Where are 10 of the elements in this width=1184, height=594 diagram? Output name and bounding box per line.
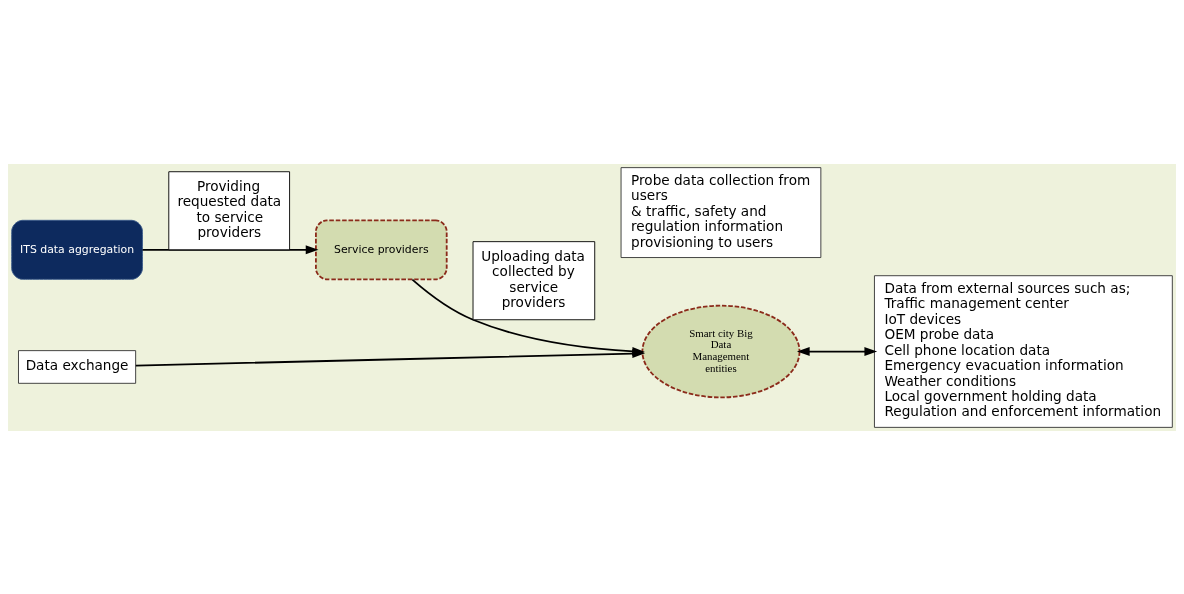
edge-label: Uploading data collected by service providers	[481, 247, 585, 310]
node-box: ITS data aggregation	[11, 219, 143, 280]
arrow	[796, 346, 878, 356]
node-ellipse: Smart city Big Data Management entities	[641, 304, 801, 398]
node-box: Probe data collection from users & traffic, safety and regulation information provisioning to users	[620, 166, 822, 258]
node-box: Data from external sources such as; Traffic management center IoT devices OEM probe data Cell phone location data Emergency evacuation information Weather conditions Local government holding data Regulation and enforcement information	[874, 274, 1173, 428]
node-box: Service providers	[315, 218, 448, 280]
arrow	[141, 244, 319, 254]
node-box: Data exchange	[18, 349, 137, 384]
edge-label: Providing requested data to service providers	[177, 177, 282, 240]
